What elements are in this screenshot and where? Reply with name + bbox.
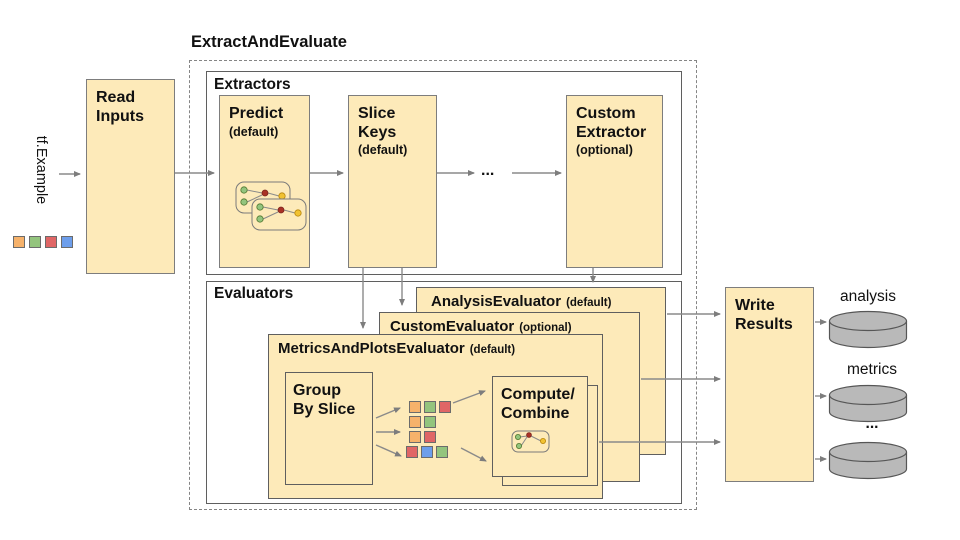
output-metrics-label: metrics bbox=[847, 361, 897, 378]
metrics-and-plots-evaluator-name: MetricsAndPlotsEvaluator bbox=[278, 340, 465, 357]
custom-extractor-title: Custom Extractor bbox=[576, 105, 647, 141]
custom-extractor-subtitle: (optional) bbox=[576, 143, 633, 158]
example-square bbox=[421, 446, 433, 458]
extract-and-evaluate-group bbox=[189, 60, 697, 510]
slice-row bbox=[406, 446, 451, 458]
output-ellipsis-label: ... bbox=[865, 415, 879, 432]
extractors-ellipsis: ... bbox=[481, 162, 495, 179]
example-square bbox=[424, 401, 436, 413]
group-by-slice-label: Group By Slice bbox=[293, 382, 356, 418]
slice-row bbox=[406, 401, 451, 413]
evaluators-label: Evaluators bbox=[214, 285, 294, 302]
slice-keys-title: Slice Keys bbox=[358, 105, 397, 141]
predict-subtitle: (default) bbox=[229, 124, 279, 139]
predict-extractor-box: Predict (default) bbox=[219, 95, 310, 268]
slice-keys-extractor-box: Slice Keys (default) bbox=[348, 95, 437, 268]
analysis-evaluator-name: AnalysisEvaluator bbox=[431, 293, 562, 310]
pipeline-title: ExtractAndEvaluate bbox=[191, 33, 347, 51]
slice-row bbox=[406, 416, 451, 428]
example-square bbox=[29, 236, 41, 248]
analysis-evaluator-qualifier: (default) bbox=[566, 297, 612, 309]
extractors-label: Extractors bbox=[214, 76, 291, 93]
analysis-database-icon bbox=[828, 310, 908, 349]
slice-row bbox=[406, 431, 451, 443]
metrics-and-plots-evaluator-qualifier: (default) bbox=[469, 344, 516, 356]
compute-combine-label: Compute/ Combine bbox=[501, 386, 575, 422]
example-square bbox=[424, 431, 436, 443]
custom-evaluator-name: CustomEvaluator bbox=[390, 318, 515, 335]
output-analysis-label: analysis bbox=[840, 288, 896, 305]
output-cylinders bbox=[828, 310, 908, 480]
example-square bbox=[409, 431, 421, 443]
sliced-examples-grid bbox=[406, 401, 451, 461]
slice-keys-subtitle: (default) bbox=[358, 143, 408, 158]
read-inputs-label: Read Inputs bbox=[96, 89, 144, 125]
example-square bbox=[424, 416, 436, 428]
example-square bbox=[406, 446, 418, 458]
other-database-icon bbox=[828, 441, 908, 480]
example-square bbox=[45, 236, 57, 248]
input-label: tf.Example bbox=[33, 135, 49, 205]
input-example-squares bbox=[13, 236, 73, 248]
example-square bbox=[439, 401, 451, 413]
example-square bbox=[13, 236, 25, 248]
custom-evaluator-title: CustomEvaluator (optional) bbox=[380, 313, 639, 336]
write-results-label: Write Results bbox=[735, 297, 793, 333]
compute-combine-box: Compute/ Combine bbox=[492, 376, 588, 477]
read-inputs-box: Read Inputs bbox=[86, 79, 175, 274]
example-square bbox=[61, 236, 73, 248]
example-square bbox=[436, 446, 448, 458]
example-square bbox=[409, 401, 421, 413]
custom-evaluator-qualifier: (optional) bbox=[519, 322, 572, 334]
predict-title: Predict bbox=[229, 105, 284, 122]
analysis-evaluator-title: AnalysisEvaluator (default) bbox=[417, 288, 665, 311]
metrics-and-plots-evaluator-title: MetricsAndPlotsEvaluator (default) bbox=[269, 335, 602, 358]
group-by-slice-box: Group By Slice bbox=[285, 372, 373, 485]
custom-extractor-box: Custom Extractor (optional) bbox=[566, 95, 663, 268]
example-square bbox=[409, 416, 421, 428]
write-results-box: Write Results bbox=[725, 287, 814, 482]
